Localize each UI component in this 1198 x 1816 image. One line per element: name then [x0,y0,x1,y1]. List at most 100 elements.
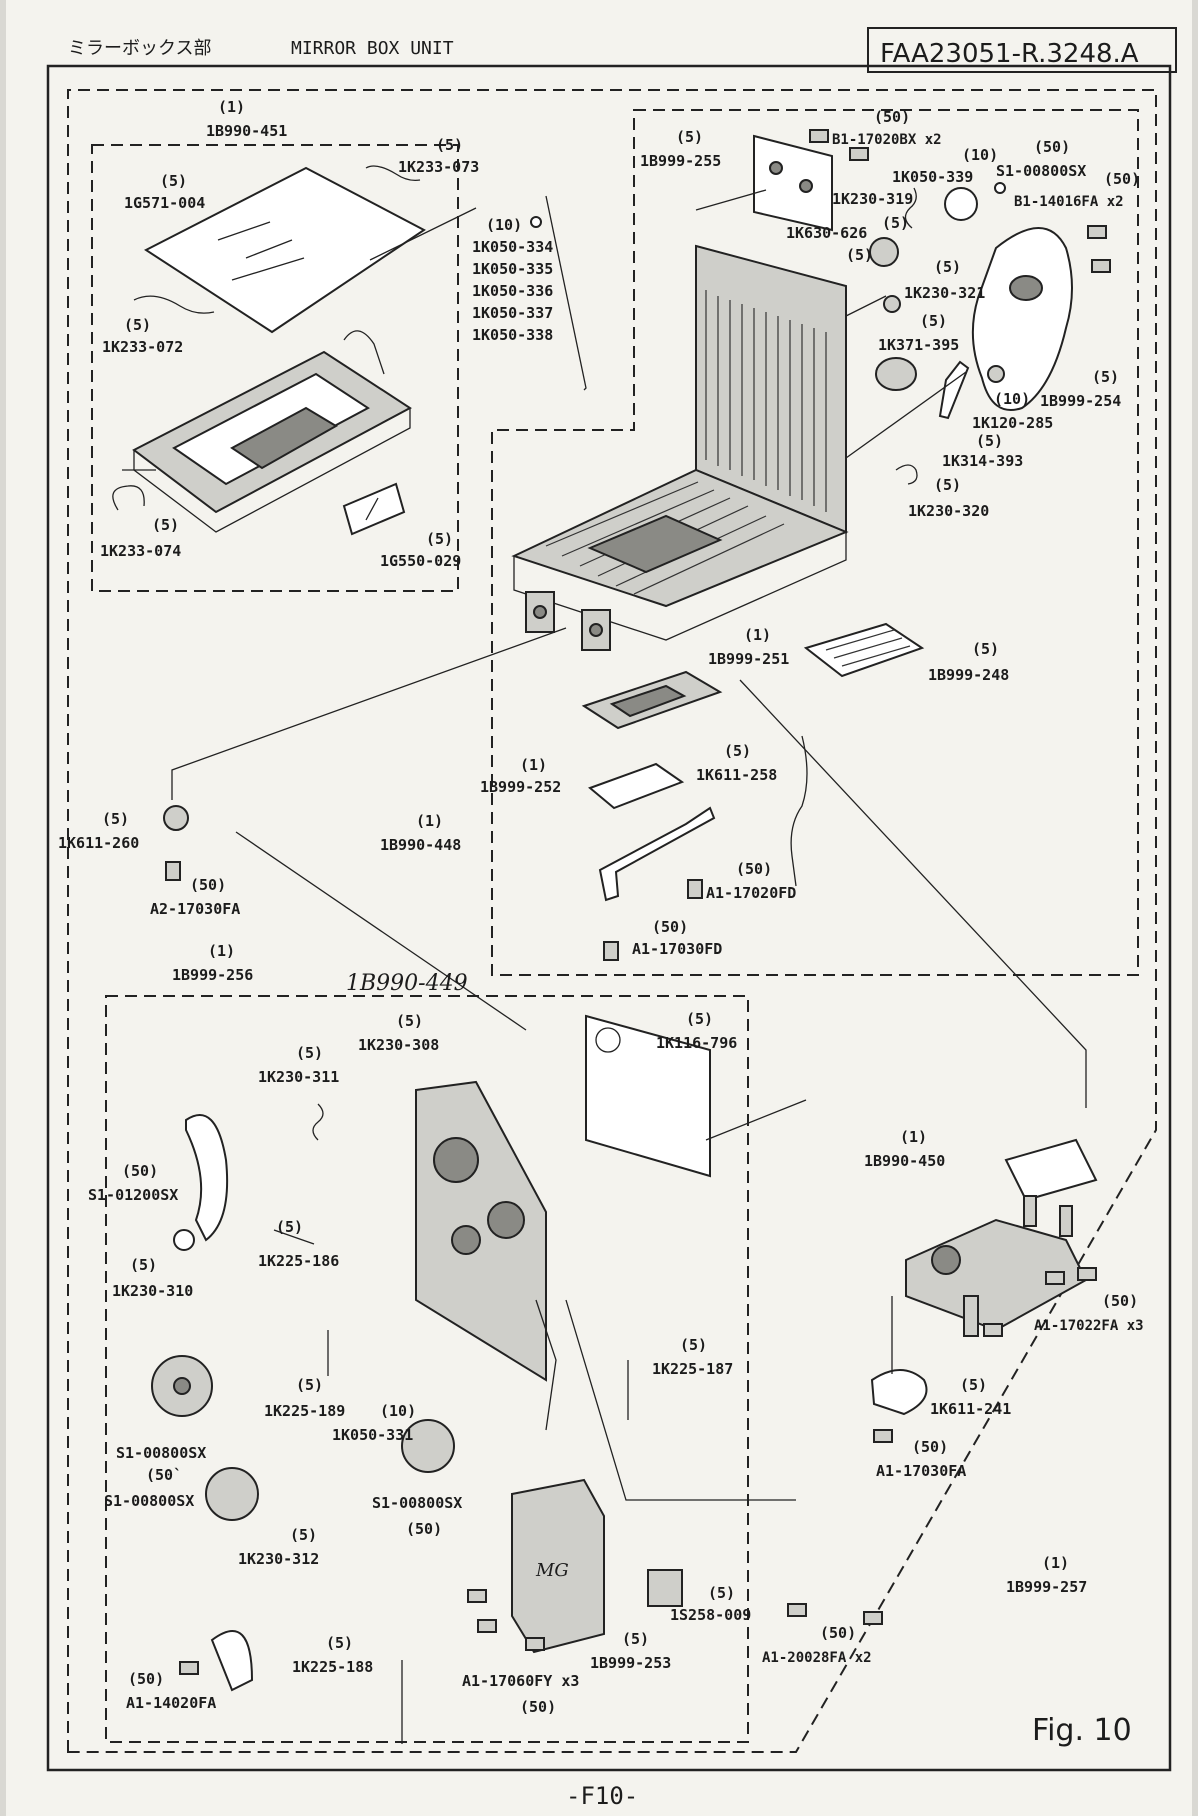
callout-qty: (10) [962,146,998,164]
callout-qty: (5) [882,214,909,232]
callout-part-number: 1B990-450 [864,1152,945,1170]
callout-part-number: 1K233-072 [102,338,183,356]
doc-code: FAA23051-R.3248.A [880,39,1139,69]
spring-clip-part [133,295,215,314]
group-outline-1b990-449 [105,995,749,1743]
callout-qty: (1) [218,98,245,116]
callout-part-number: 1G571-004 [124,194,205,212]
callout-part-number: 1K233-074 [100,542,181,560]
callout-qty: (5) [290,1526,317,1544]
callout-part-number: A1-14020FA [126,1694,216,1712]
mirror-box-body-part [511,244,849,651]
callout-part-number: 1K225-188 [292,1658,373,1676]
screw-part [873,1267,1097,1443]
callout-qty: (5) [276,1218,303,1236]
callout-part-number: B1-17020BX x2 [832,132,942,148]
roller-part [869,237,899,267]
lever-part [938,360,970,420]
gear-part [875,357,917,391]
callout-part-number: 1K230-310 [112,1282,193,1300]
callout-part-number: S1-01200SX [88,1186,178,1204]
callout-qty: (1) [1042,1554,1069,1572]
callout-qty: (10) [486,216,522,234]
group-outline-1b990-448 [491,109,1139,976]
group-outline-1b990-451 [91,144,459,592]
plate-part [585,1014,711,1178]
callout-part-number: 1K233-073 [398,158,479,176]
callout-part-number: 1K225-186 [258,1252,339,1270]
callout-part-number: 1K116-796 [656,1034,737,1052]
callout-qty: (5) [396,1012,423,1030]
spring-part [312,1103,324,1141]
callout-part-number: S1-00800SX [996,162,1086,180]
callout-qty: (5) [436,136,463,154]
callout-qty: (1) [520,756,547,774]
doc-code-box [867,27,1177,73]
callout-qty: (5) [152,516,179,534]
callout-part-number: 1B999-248 [928,666,1009,684]
callout-qty: (5) [934,258,961,276]
callout-qty: (50` [146,1466,182,1484]
shutter-cover-part [803,622,925,678]
wire-part [790,735,808,887]
callout-qty: (5) [920,312,947,330]
screen-frame-part [122,330,412,533]
spring-part [273,1229,315,1245]
spring-part [895,464,918,485]
callout-part-number: A1-17020FD [706,884,796,902]
callout-part-number: B1-14016FA x2 [1014,194,1124,210]
callout-qty: (5) [708,1584,735,1602]
callout-part-number: 1K050-331 [332,1426,413,1444]
callout-part-number: A1-17030FA [876,1462,966,1480]
screw-part [987,365,1005,383]
callout-part-number: 1K050-335 [472,260,553,278]
callout-qty: (5) [680,1336,707,1354]
washer-part [530,216,542,228]
callout-qty: (5) [686,1010,713,1028]
title-japanese: ミラーボックス部 [68,38,211,59]
callout-part-number: 1K050-337 [472,304,553,322]
callout-qty: (50) [128,1670,164,1688]
gear-part [205,1467,259,1521]
leader-line [565,1299,796,1501]
callout-qty: (50) [820,1624,856,1642]
callout-part-number: 1K050-339 [892,168,973,186]
callout-qty: (5) [676,128,703,146]
focusing-screen-part [144,166,426,334]
callout-part-number: A1-17060FY x3 [462,1672,579,1690]
washer-part [944,187,978,221]
callout-qty: (5) [972,640,999,658]
callout-part-number: S1-00800SX [116,1444,206,1462]
spring-wire-part [112,485,145,511]
leader-line [369,207,477,261]
gear-part [401,1419,455,1473]
callout-part-number: 1K050-336 [472,282,553,300]
screw-part [603,941,619,961]
callout-qty: (50) [736,860,772,878]
page-number: -F10- [566,1782,638,1810]
leader-line [545,195,587,391]
bracket-part [870,1369,928,1416]
leader-line [845,295,887,317]
callout-qty: (10) [994,390,1030,408]
bracket-part [163,805,189,831]
callout-part-number: 1K371-395 [878,336,959,354]
screw-part [1087,225,1111,273]
glass-plate-part [342,482,406,536]
callout-qty: (5) [130,1256,157,1274]
callout-qty: (1) [744,626,771,644]
callout-part-number: 1K230-311 [258,1068,339,1086]
callout-part-number: 1K230-312 [238,1550,319,1568]
callout-qty: (5) [296,1376,323,1394]
screw-part [179,1589,883,1675]
figure-number: Fig. 10 [1032,1713,1132,1748]
lever-part [210,1630,254,1692]
callout-qty: (5) [160,172,187,190]
callout-part-number: A1-17030FD [632,940,722,958]
callout-qty: (5) [296,1044,323,1062]
callout-part-number: 1B999-252 [480,778,561,796]
group-outline-1b999-257 [67,89,1157,1753]
callout-part-number: 1K050-338 [472,326,553,344]
callout-part-number: S1-00800SX [372,1494,462,1512]
handwritten-part-number: 1B990-449 [346,971,468,996]
